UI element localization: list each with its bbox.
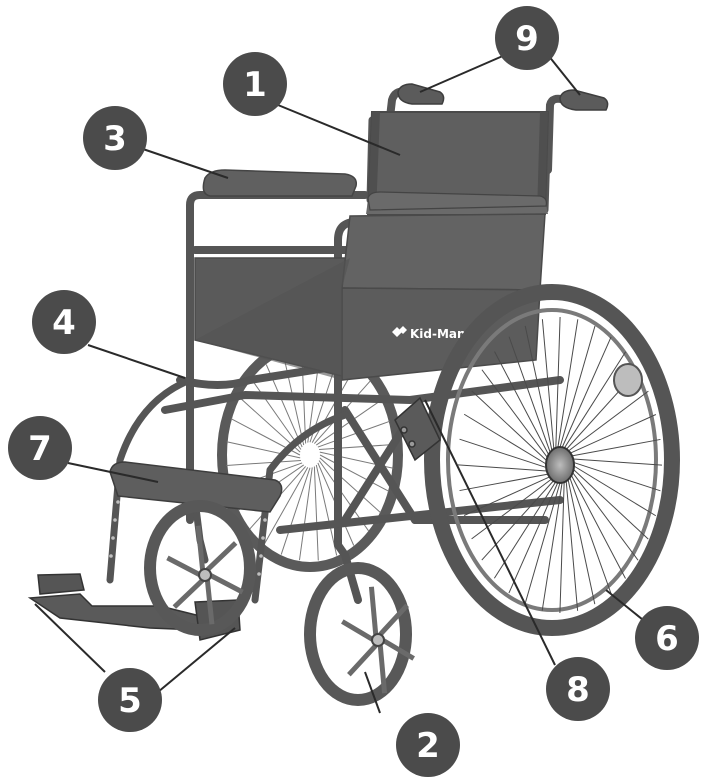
spoke: [572, 459, 662, 465]
leader-line-9b: [548, 55, 580, 95]
leader-line-4: [88, 345, 185, 378]
front-caster-wheel: [310, 568, 414, 700]
callout-6-label: 6: [655, 619, 679, 659]
callout-6: 6: [635, 606, 699, 670]
callout-1-label: 1: [243, 65, 267, 105]
caster-spoke: [207, 543, 235, 570]
spoke: [566, 480, 577, 610]
leader-line-9a: [420, 55, 505, 92]
callout-2-label: 2: [416, 726, 440, 766]
spoke: [464, 414, 548, 465]
spoke: [281, 468, 310, 555]
spoke: [572, 468, 648, 539]
callout-2: 2: [396, 713, 460, 777]
caster-spoke: [167, 558, 200, 575]
wheel-reflector: [614, 364, 642, 396]
callout-9: 9: [495, 6, 559, 70]
callout-1: 1: [223, 52, 287, 116]
spoke: [560, 326, 595, 447]
seat-upholstery: Kid-Man: [195, 214, 545, 380]
spoke: [314, 466, 318, 560]
callout-3-label: 3: [103, 119, 127, 159]
spoke: [571, 474, 626, 579]
spoke: [569, 476, 611, 593]
spoke: [571, 439, 661, 456]
caster-spoke: [342, 621, 373, 640]
callout-7: 7: [8, 416, 72, 480]
callout-4: 4: [32, 290, 96, 354]
spoke: [495, 352, 550, 457]
spoke: [472, 391, 548, 462]
caster-spoke: [349, 646, 376, 675]
callout-5-label: 5: [118, 681, 142, 721]
spoke: [568, 391, 649, 451]
rear-wheel-hub: [546, 447, 574, 483]
rear-wheel: [432, 292, 672, 628]
callout-badges: 1 2 3 4 5 6 7 8: [8, 6, 699, 777]
spoke: [226, 461, 301, 466]
callout-5: 5: [98, 668, 162, 732]
leader-line-5b: [158, 628, 235, 692]
spoke: [572, 465, 656, 516]
spoke: [458, 465, 548, 471]
callout-8-label: 8: [566, 670, 590, 710]
callout-4-label: 4: [52, 303, 76, 343]
callout-8: 8: [546, 657, 610, 721]
spoke: [572, 462, 660, 491]
spoke: [460, 474, 550, 491]
caster-spoke: [210, 575, 243, 592]
spoke: [460, 439, 548, 468]
spoke: [316, 465, 336, 556]
leader-line-3: [140, 148, 228, 178]
brand-name: Kid-Man: [410, 327, 466, 341]
spoke: [319, 445, 394, 450]
caster-spoke: [371, 587, 375, 635]
callout-9-label: 9: [515, 19, 539, 59]
callout-3: 3: [83, 106, 147, 170]
callout-7-label: 7: [28, 429, 52, 469]
